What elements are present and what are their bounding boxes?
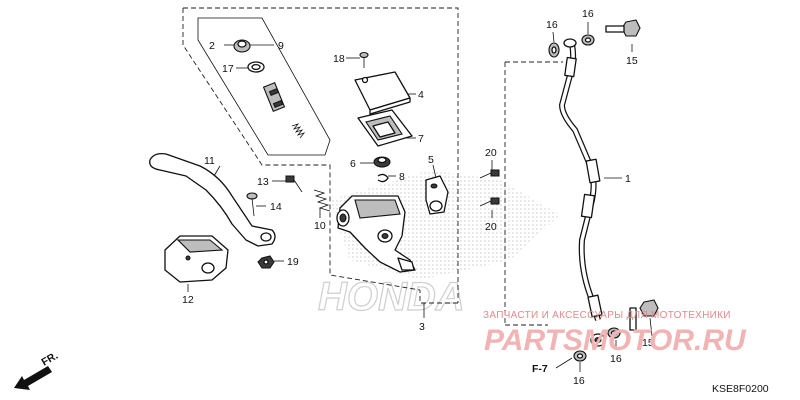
part-11-brake-lever: [149, 152, 276, 247]
part-15-banjo-bolt-lower: [629, 299, 659, 331]
part-17-circlip: [247, 61, 265, 73]
watermark-brand: PARTSMOTOR.RU: [484, 324, 747, 357]
callout-15-lower: 15: [642, 337, 654, 349]
callout-19: 19: [287, 256, 299, 268]
part-4-reservoir-cap: [354, 71, 411, 115]
callout-4: 4: [418, 89, 424, 101]
part-2-piston-cup: [233, 39, 251, 53]
callout-16-c: 16: [610, 353, 622, 365]
callout-3: 3: [419, 321, 425, 333]
callout-1: 1: [625, 173, 631, 185]
callout-20-upper: 20: [485, 147, 497, 159]
piston-kit-outline: [197, 17, 331, 156]
part-14-bolt: [246, 192, 258, 217]
part-8-clip: [377, 173, 389, 183]
part-7-diaphragm-plate: [357, 109, 413, 147]
callout-7: 7: [418, 133, 424, 145]
callout-16-a: 16: [546, 19, 558, 31]
callout-5: 5: [428, 154, 434, 166]
callout-2: 2: [209, 40, 215, 52]
callout-14: 14: [270, 201, 282, 213]
part-3-master-cylinder: [336, 195, 416, 273]
part-13-pivot-bolt: [285, 175, 303, 193]
callout-12: 12: [182, 294, 194, 306]
callout-6: 6: [350, 158, 356, 170]
callout-17: 17: [222, 63, 234, 75]
part-9-piston: [262, 81, 286, 113]
part-16-washer-a: [548, 42, 560, 58]
part-10-spring: [313, 189, 331, 212]
leader-lines: [187, 22, 653, 372]
callout-20-lower: 20: [485, 221, 497, 233]
part-1-brake-hose: [558, 38, 606, 347]
part-12-bracket: [164, 235, 229, 283]
piston-spring: [291, 123, 306, 139]
part-15-banjo-bolt-upper: [605, 19, 641, 37]
watermark-caption: ЗАПЧАСТИ И АКСЕССУАРЫ ДЛЯ МОТОТЕХНИКИ: [483, 310, 731, 321]
part-16-washer-d: [573, 350, 587, 362]
callout-8: 8: [399, 171, 405, 183]
part-20-bolt-upper: [479, 169, 500, 179]
watermark: ЗАПЧАСТИ И АКСЕССУАРЫ ДЛЯ МОТОТЕХНИКИ PA…: [483, 310, 747, 357]
front-arrow-icon: [14, 366, 52, 390]
part-18-screw: [359, 51, 369, 68]
front-label: FR.: [40, 350, 61, 369]
callout-13: 13: [257, 176, 269, 188]
honda-logo-text: HONDA: [318, 275, 465, 319]
diagram-code: KSE8F0200: [712, 383, 769, 395]
front-direction-arrow: FR.: [14, 350, 60, 390]
callout-18: 18: [333, 53, 345, 65]
callout-9: 9: [278, 40, 284, 52]
callout-16-d: 16: [573, 375, 585, 387]
assembly-boundaries: [182, 7, 563, 326]
part-19-nut: [257, 255, 275, 269]
callout-11: 11: [204, 155, 215, 167]
part-5-holder: [425, 175, 449, 215]
part-6-grommet: [373, 156, 391, 168]
reference-label: F-7: [532, 363, 548, 375]
callout-10: 10: [314, 220, 326, 232]
callout-16-b: 16: [582, 8, 594, 20]
callout-15-upper: 15: [626, 55, 638, 67]
part-16-washer-b: [581, 34, 595, 46]
part-16-washer-c: [607, 327, 621, 339]
callout-labels: 2 9 17 18 4 7 6 8 5 11 13 14 10 19 12 20…: [182, 8, 654, 387]
part-20-bolt-lower: [479, 197, 500, 207]
